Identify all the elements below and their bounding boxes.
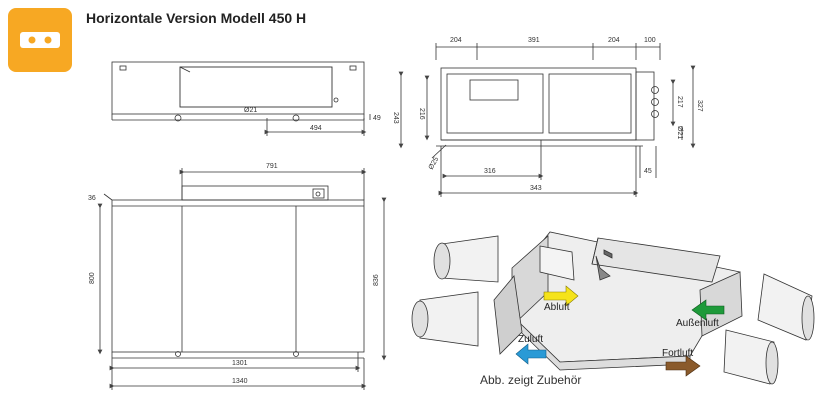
duct-connector-4	[723, 329, 775, 385]
front-view-body	[111, 61, 365, 115]
top-dim-bottom-inner: 1301	[232, 360, 248, 367]
front-width-dim: 494	[310, 125, 322, 132]
side-dim-bottom-outer: 343	[530, 185, 542, 192]
arrow-abluft	[543, 285, 579, 307]
top-view	[97, 168, 387, 390]
arrow-aussenluft	[691, 299, 725, 321]
side-dim-right-lower: Ø21	[676, 126, 683, 139]
side-dim-right-outer: 327	[696, 100, 703, 112]
side-dim-left-inner: 216	[418, 108, 425, 120]
arrow-zuluft	[515, 343, 547, 365]
front-diameter-label: Ø21	[244, 107, 257, 114]
side-dim-top-2: 391	[528, 37, 540, 44]
front-view	[111, 61, 371, 136]
arrow-fortluft	[665, 355, 701, 377]
side-view	[398, 43, 696, 197]
label-zuluft: Zuluft	[518, 334, 543, 345]
label-abluft: Abluft	[544, 302, 570, 313]
label-aussenluft: Außenluft	[676, 318, 719, 329]
front-height-dim: 49	[373, 115, 381, 122]
side-dim-left-outer: 243	[392, 112, 399, 124]
top-dim-left: 800	[89, 272, 96, 284]
side-dim-top-3: 204	[608, 37, 620, 44]
page-title: Horizontale Version Modell 450 H	[86, 10, 307, 26]
top-dim-right: 836	[373, 274, 380, 286]
ventilation-unit-icon	[20, 32, 60, 48]
top-dim-bottom-outer: 1340	[232, 378, 248, 385]
port-1	[651, 86, 659, 94]
top-view-body	[111, 199, 365, 353]
side-dim-top-4: 100	[644, 37, 656, 44]
label-fortluft: Fortluft	[662, 348, 693, 359]
side-view-body	[440, 67, 637, 141]
image-caption: Abb. zeigt Zubehör	[480, 373, 582, 387]
isometric-view	[411, 231, 815, 385]
side-dim-right-upper: 217	[676, 96, 683, 108]
top-dim-width: 791	[266, 163, 278, 170]
side-dim-bottom-inner: 316	[484, 168, 496, 175]
side-dim-diag: Ø25	[428, 156, 441, 171]
product-badge	[8, 8, 72, 72]
duct-connector-3	[757, 273, 813, 341]
top-dim-small: 36	[88, 195, 96, 202]
side-dim-top-1: 204	[450, 37, 462, 44]
drain-fitting	[174, 114, 182, 122]
side-dim-bottom-small: 45	[644, 168, 652, 175]
duct-connector-1	[441, 235, 499, 283]
duct-connector-2	[419, 291, 479, 347]
